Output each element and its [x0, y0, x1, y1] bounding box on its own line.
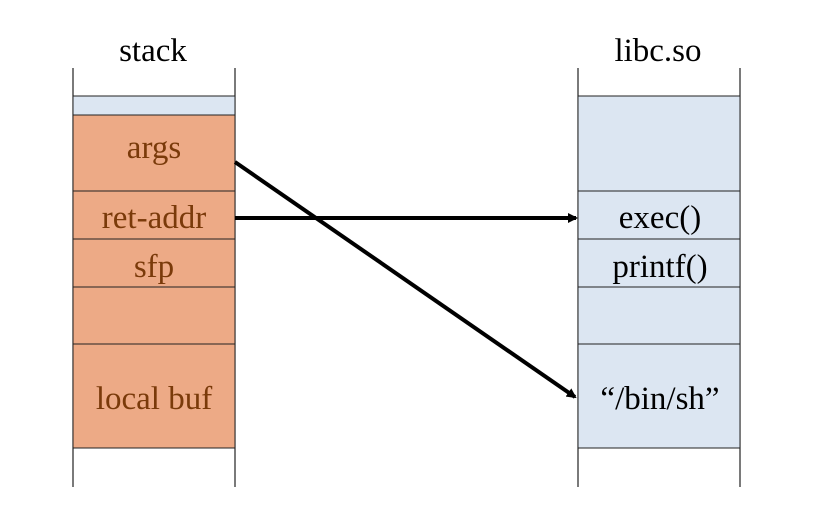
- libc-cell-top: [577, 95, 741, 192]
- stack-cell-ret-addr: [72, 190, 236, 240]
- stack-label-args: args: [127, 130, 181, 166]
- stack-cell-args: [72, 114, 236, 192]
- stack-cell-sfp: [72, 238, 236, 288]
- libc-label-bin-sh: “/bin/sh”: [600, 381, 719, 417]
- libc-cell-empty: [577, 286, 741, 345]
- stack-label-local-buf: local buf: [96, 381, 212, 417]
- libc-column: libc.so exec() printf() “/bin/sh”: [577, 33, 741, 487]
- stack-title: stack: [119, 33, 187, 69]
- arrow-args-to-bin-sh: [233, 160, 577, 399]
- libc-title: libc.so: [614, 33, 701, 69]
- stack-label-sfp: sfp: [134, 249, 174, 285]
- stack-cell-local-buf: [72, 343, 236, 449]
- libc-label-printf: printf(): [612, 249, 707, 285]
- libc-cell-bin-sh: [577, 343, 741, 449]
- libc-cell-exec: [577, 190, 741, 240]
- libc-cell-printf: [577, 238, 741, 288]
- stack-column: stack args ret-addr sfp local buf: [72, 33, 236, 487]
- stack-cell-empty: [72, 286, 236, 345]
- arrows: [233, 160, 578, 399]
- stack-label-ret-addr: ret-addr: [102, 200, 206, 236]
- stack-cell-top: [72, 95, 236, 116]
- libc-label-exec: exec(): [619, 200, 701, 236]
